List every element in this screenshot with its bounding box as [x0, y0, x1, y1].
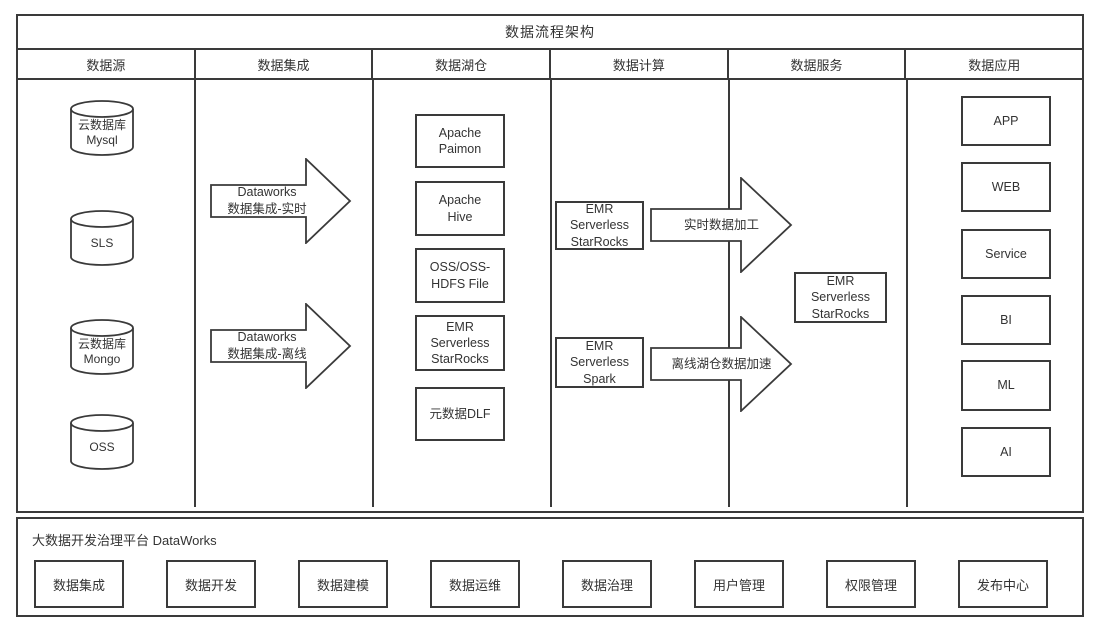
right-arrow-shape — [650, 316, 793, 412]
column-separator — [372, 80, 374, 507]
application-box-ml: ML — [961, 360, 1051, 411]
lakehouse-box-oss-hdfs-file: OSS/OSS- HDFS File — [415, 248, 505, 303]
integration-arrow-offline: Dataworks 数据集成-离线 — [210, 303, 352, 389]
application-box-web: WEB — [961, 162, 1051, 212]
column-separator — [906, 80, 908, 507]
lakehouse-box-emr-serverless-starrocks: EMR Serverless StarRocks — [415, 315, 505, 371]
module-box-permission-management: 权限管理 — [826, 560, 916, 608]
diagram-body: 云数据库 Mysql SLS 云数据库 Mongo — [18, 80, 1082, 507]
arrow-label: 离线湖仓数据加速 — [671, 356, 772, 371]
module-box-release-center: 发布中心 — [958, 560, 1048, 608]
cylinder-label: SLS — [90, 235, 114, 250]
service-box-emr-serverless-starrocks: EMR Serverless StarRocks — [794, 272, 887, 323]
right-arrow-shape — [210, 158, 352, 244]
compute-arrow-offline-acceleration: 离线湖仓数据加速 — [650, 316, 793, 412]
module-box-user-management: 用户管理 — [694, 560, 784, 608]
integration-arrow-realtime: Dataworks 数据集成-实时 — [210, 158, 352, 244]
compute-arrow-realtime-processing: 实时数据加工 — [650, 177, 793, 273]
cylinder-shape — [70, 414, 134, 470]
dataworks-platform-panel: 大数据开发治理平台 DataWorks 数据集成 数据开发 数据建模 数据运维 … — [16, 517, 1084, 617]
compute-box-emr-serverless-spark: EMR Serverless Spark — [555, 337, 644, 388]
application-box-app: APP — [961, 96, 1051, 146]
platform-title: 大数据开发治理平台 DataWorks — [32, 533, 217, 548]
cylinder-label: OSS — [89, 439, 115, 454]
application-box-ai: AI — [961, 427, 1051, 477]
diagram-title: 数据流程架构 — [18, 16, 1082, 50]
module-box-data-governance: 数据治理 — [562, 560, 652, 608]
cylinder-label: 云数据库 Mongo — [77, 337, 126, 366]
column-header-data-integration: 数据集成 — [193, 50, 372, 78]
arrow-label: 实时数据加工 — [683, 217, 759, 232]
column-header-data-lakehouse: 数据湖仓 — [371, 50, 549, 78]
source-cylinder-mongo: 云数据库 Mongo — [68, 318, 136, 376]
source-cylinder-sls: SLS — [68, 209, 136, 267]
column-header-data-service: 数据服务 — [726, 50, 905, 78]
application-box-bi: BI — [961, 295, 1051, 345]
column-header-data-compute: 数据计算 — [549, 50, 727, 78]
application-box-service: Service — [961, 229, 1051, 279]
platform-module-row: 数据集成 数据开发 数据建模 数据运维 数据治理 用户管理 权限管理 发布中心 — [34, 560, 1048, 608]
module-box-data-modeling: 数据建模 — [298, 560, 388, 608]
arrow-label: Dataworks 数据集成-离线 — [227, 330, 307, 361]
cylinder-shape — [70, 210, 134, 266]
column-header-data-application: 数据应用 — [904, 50, 1082, 78]
data-flow-architecture-diagram: 数据流程架构 数据源 数据集成 数据湖仓 数据计算 数据服务 数据应用 云数据库… — [16, 14, 1084, 513]
column-separator — [194, 80, 196, 507]
column-separator — [728, 80, 730, 507]
arrow-label: Dataworks 数据集成-实时 — [227, 185, 307, 216]
right-arrow-shape — [650, 177, 793, 273]
column-separator — [550, 80, 552, 507]
source-cylinder-oss: OSS — [68, 413, 136, 471]
right-arrow-shape — [210, 303, 352, 389]
compute-box-emr-serverless-starrocks: EMR Serverless StarRocks — [555, 201, 644, 250]
cylinder-label: 云数据库 Mysql — [77, 118, 126, 147]
lakehouse-box-apache-hive: Apache Hive — [415, 181, 505, 236]
module-box-data-operations: 数据运维 — [430, 560, 520, 608]
source-cylinder-mysql: 云数据库 Mysql — [68, 99, 136, 157]
column-headers: 数据源 数据集成 数据湖仓 数据计算 数据服务 数据应用 — [18, 50, 1082, 80]
column-header-data-source: 数据源 — [86, 57, 126, 73]
module-box-data-integration: 数据集成 — [34, 560, 124, 608]
lakehouse-box-metadata-dlf: 元数据DLF — [415, 387, 505, 441]
cylinder-shape — [70, 100, 134, 156]
lakehouse-box-apache-paimon: Apache Paimon — [415, 114, 505, 168]
module-box-data-development: 数据开发 — [166, 560, 256, 608]
cylinder-shape — [70, 319, 134, 375]
